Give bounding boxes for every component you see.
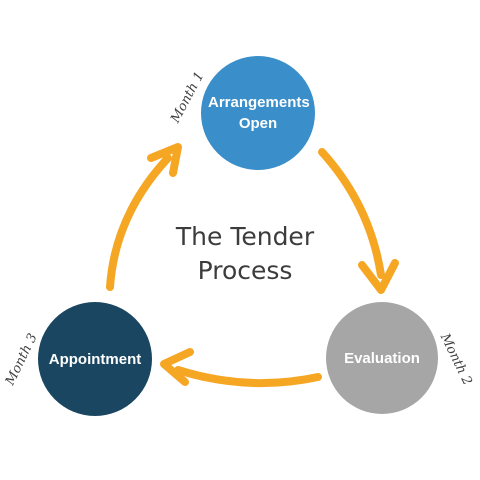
stage-evaluation-label: Evaluation bbox=[344, 349, 420, 367]
arrow-right-to-left bbox=[160, 348, 322, 388]
stage-evaluation: Evaluation bbox=[326, 302, 438, 414]
stage-arrangements-open-line1: Arrangements bbox=[208, 94, 310, 111]
stage-appointment-label: Appointment bbox=[48, 350, 142, 368]
arrow-top-to-right bbox=[318, 148, 399, 294]
diagram-title-line2: Process bbox=[197, 256, 293, 285]
stage-arrangements-open-line2: Open bbox=[238, 115, 278, 132]
arrow-left-to-top bbox=[106, 143, 182, 291]
diagram-title-line1: The Tender bbox=[175, 222, 315, 251]
stage-arrangements-open-label: Arrangements Open bbox=[208, 92, 310, 134]
stage-appointment: Appointment bbox=[38, 302, 152, 416]
stage-arrangements-open: Arrangements Open bbox=[201, 56, 315, 170]
diagram-title: The Tender Process bbox=[140, 220, 350, 288]
